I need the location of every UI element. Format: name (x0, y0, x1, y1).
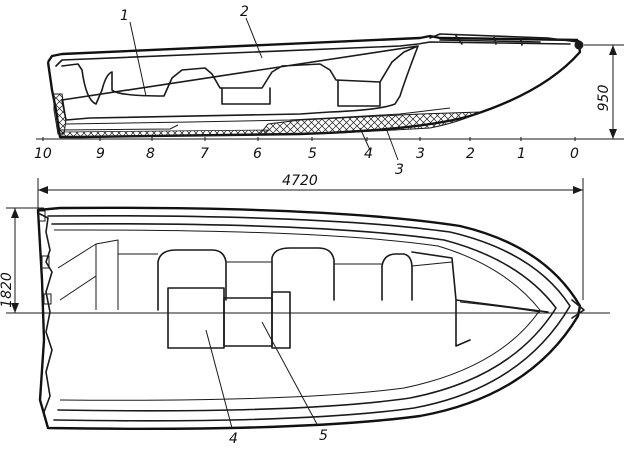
bow-rail (429, 33, 579, 46)
keel-strip (61, 129, 270, 138)
height-dimension-label: 950 (596, 85, 612, 112)
seat-box-a (221, 87, 271, 105)
leader-2 (245, 17, 263, 59)
mid-seat-back (271, 247, 335, 301)
leader-3 (385, 127, 399, 161)
inner-sheer-line (55, 41, 571, 67)
station-7: 7 (200, 146, 209, 162)
gunwale-outer (47, 215, 571, 422)
callout-3: 3 (395, 162, 404, 178)
deck-line-lower (59, 124, 179, 131)
plan-hull-outline (36, 206, 582, 430)
callout-1: 1 (120, 8, 129, 24)
station-4: 4 (364, 146, 373, 162)
plan-view: 4720 1820 (0, 173, 610, 447)
station-3: 3 (416, 146, 425, 162)
station-6: 6 (253, 146, 262, 162)
station-1: 1 (517, 146, 526, 162)
bow-eye-icon (574, 40, 584, 50)
callout-2: 2 (240, 4, 249, 20)
station-9: 9 (96, 146, 105, 162)
side-view: 950 1 2 3 10 9 8 7 6 5 4 3 2 1 (34, 4, 624, 178)
forward-deck-inner (459, 301, 541, 313)
station-8: 8 (146, 146, 155, 162)
fwd-seat-back (381, 253, 413, 301)
station-2: 2 (466, 146, 475, 162)
station-5: 5 (308, 146, 317, 162)
leader-5 (261, 321, 319, 427)
foam-filling (258, 111, 481, 135)
callout-4: 4 (229, 431, 238, 447)
station-marks (42, 137, 576, 141)
transom-cleat-low (43, 293, 52, 305)
bow-fitting (571, 299, 585, 319)
seat-profile (61, 45, 419, 121)
leader-4 (205, 329, 233, 429)
stern-seat (57, 239, 119, 310)
locker-4 (167, 287, 225, 349)
transom-cleat-mid (41, 255, 50, 269)
station-0: 0 (570, 146, 579, 162)
rubbing-strake (53, 229, 541, 401)
transom-cleat-top (38, 210, 46, 222)
seat-box-b (337, 79, 381, 107)
transom-detail (39, 213, 53, 413)
aft-seat-back (157, 249, 227, 311)
callout-5: 5 (319, 428, 328, 444)
forward-deck (411, 251, 549, 347)
length-dimension-label: 4720 (282, 173, 318, 189)
seat-cross-line (118, 253, 453, 267)
dim-arrows-height (609, 45, 617, 139)
gunwale-inner (51, 223, 557, 412)
leader-1 (129, 21, 147, 97)
beam-dimension-label: 1820 (0, 272, 15, 308)
leader-side-4 (359, 127, 371, 151)
station-10: 10 (34, 146, 52, 162)
locker-5 (223, 297, 273, 347)
locker-5-side (271, 291, 291, 349)
